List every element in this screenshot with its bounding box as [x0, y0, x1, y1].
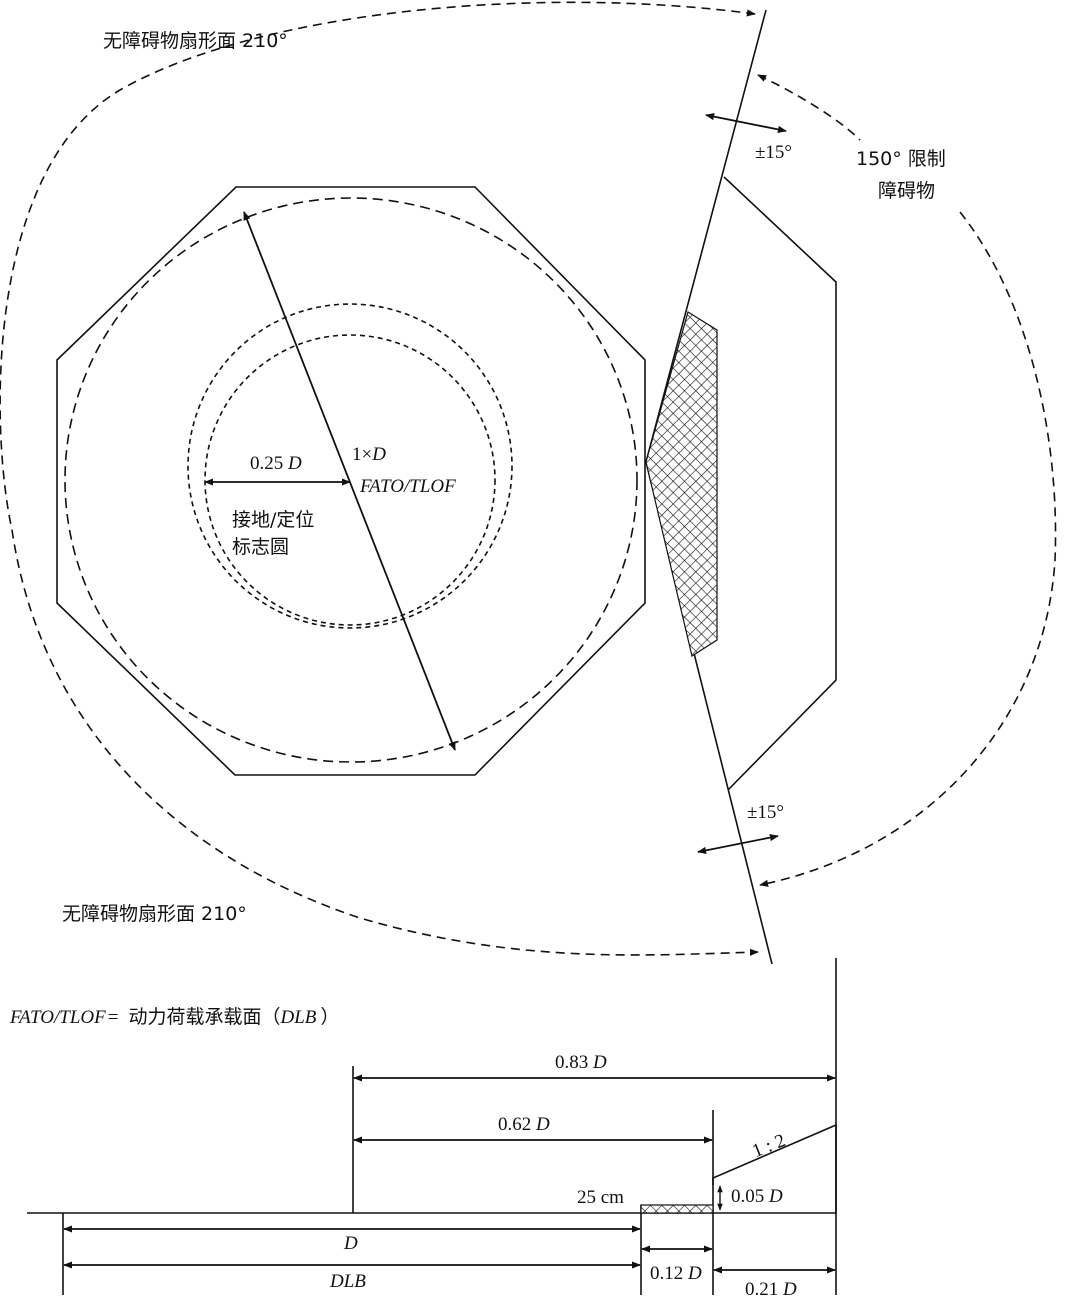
limited-obstacle-sector-arc-lower [759, 211, 1057, 887]
legend-text: FATO/TLOF=动力荷载承载面（DLB） [9, 1006, 339, 1028]
touchdown-circle-outer [187, 303, 513, 629]
hatched-dlb-wedge [645, 311, 718, 657]
dim-021-label: 0.21 D [745, 1279, 797, 1300]
diameter-label-fato: FATO/TLOF [359, 476, 456, 497]
limited-obstacle-zone-outline [723, 176, 837, 791]
tolerance-arrow-bottom [697, 834, 779, 854]
radius-label: 0.25 D [250, 453, 302, 474]
dim-012-label: 0.12 D [650, 1263, 702, 1284]
dim-005-label: 0.05 D [731, 1186, 783, 1207]
hatched-dlb-strip [640, 1204, 714, 1214]
touchdown-circle-label-line1: 接地/定位 [232, 509, 314, 531]
fato-octagon [56, 186, 646, 776]
tlof-circle [64, 197, 638, 763]
sector-label-bottom: 无障碍物扇形面 210° [62, 903, 247, 925]
height-25cm-label: 25 cm [577, 1187, 624, 1208]
limited-obstacle-sector-arc [757, 74, 861, 141]
limited-sector-label-line2: 障碍物 [878, 180, 935, 202]
dim-083-label: 0.83 D [555, 1052, 607, 1073]
limited-sector-label-line1: 150° 限制 [856, 148, 946, 170]
tolerance-arrow-top [705, 113, 787, 133]
sector-label-top: 无障碍物扇形面 210° [103, 30, 288, 52]
sector-boundary-upper [645, 9, 767, 463]
touchdown-circle-label-line2: 标志圆 [232, 536, 289, 558]
tolerance-label-top: ±15° [755, 142, 792, 163]
slope-label: 1 : 2 [749, 1130, 788, 1162]
dim-062-label: 0.62 D [498, 1114, 550, 1135]
slope-line [712, 1123, 837, 1213]
dim-D-label: D [343, 1233, 358, 1254]
tolerance-label-bottom: ±15° [747, 802, 784, 823]
obstacle-free-sector-arc [0, 1, 759, 956]
diameter-label: 1×D [352, 444, 386, 465]
dim-DLB-label: DLB [329, 1271, 366, 1292]
